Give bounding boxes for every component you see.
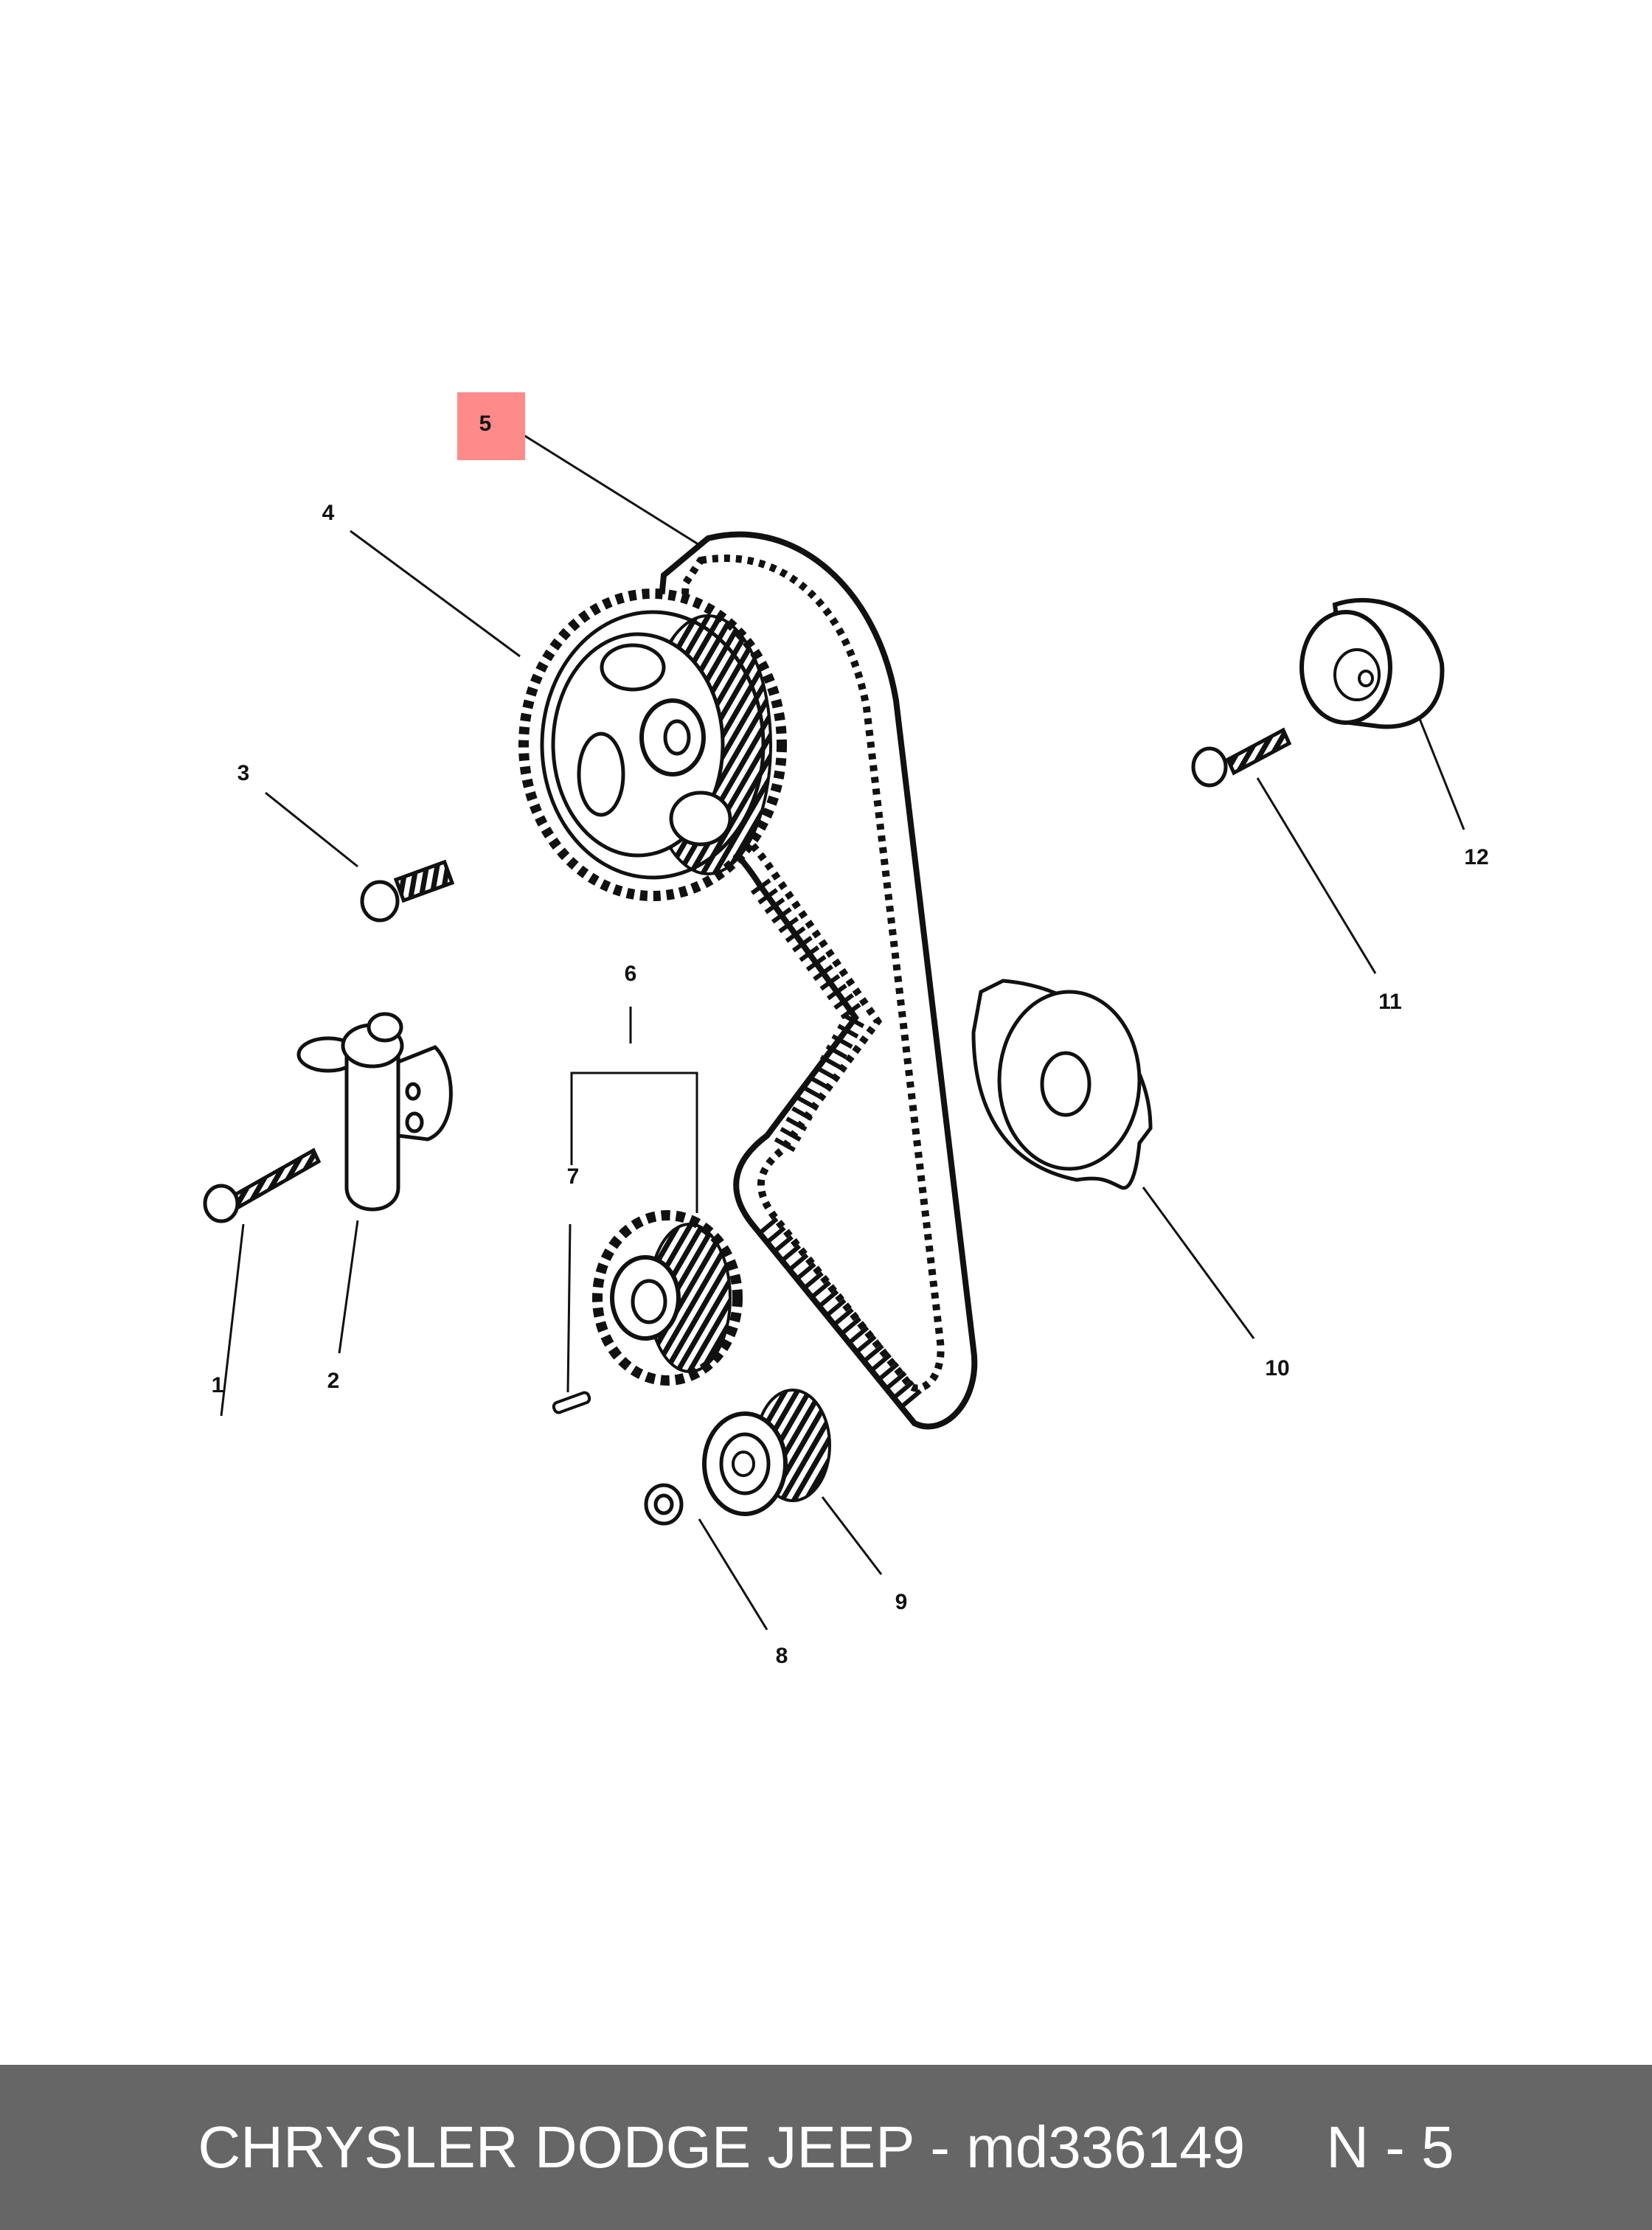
callout-6: 6 (625, 962, 637, 986)
callout-3: 3 (237, 761, 250, 785)
callout-11: 11 (1378, 990, 1402, 1014)
leader-lines (220, 434, 1465, 1630)
callout-10: 10 (1265, 1356, 1289, 1380)
callout-labels: 5 4 3 1 2 6 7 8 9 10 11 12 (212, 411, 1489, 1668)
crankshaft-sprocket (592, 1210, 743, 1386)
footer-page-ref: N - 5 (1326, 2114, 1454, 2180)
callout-5: 5 (479, 411, 492, 436)
callout-9: 9 (895, 1590, 908, 1614)
idler-pulley (1299, 597, 1445, 729)
belt-guide-plate (971, 979, 1153, 1190)
bolt-11 (1191, 727, 1292, 788)
auto-tensioner (296, 1012, 453, 1212)
timing-belt-diagram: 5 4 3 1 2 6 7 8 9 10 11 12 (203, 392, 1489, 1668)
callout-7: 7 (567, 1164, 580, 1189)
callout-12: 12 (1464, 845, 1488, 869)
callout-8: 8 (776, 1644, 788, 1668)
callout-5-highlight (457, 392, 525, 460)
camshaft-sprocket (518, 588, 787, 901)
callout-2: 2 (327, 1369, 340, 1393)
footer-bar: CHRYSLER DODGE JEEP - md336149 N - 5 (0, 2065, 1652, 2230)
tensioner-bolt-1 (203, 1147, 322, 1223)
woodruff-key (552, 1391, 591, 1414)
callout-4: 4 (322, 501, 335, 525)
bolt-3 (360, 859, 455, 923)
callout-1: 1 (212, 1373, 224, 1397)
crank-pulley-flange (702, 1389, 831, 1516)
footer-part-number: CHRYSLER DODGE JEEP - md336149 (198, 2114, 1246, 2180)
nut-8 (644, 1483, 684, 1526)
